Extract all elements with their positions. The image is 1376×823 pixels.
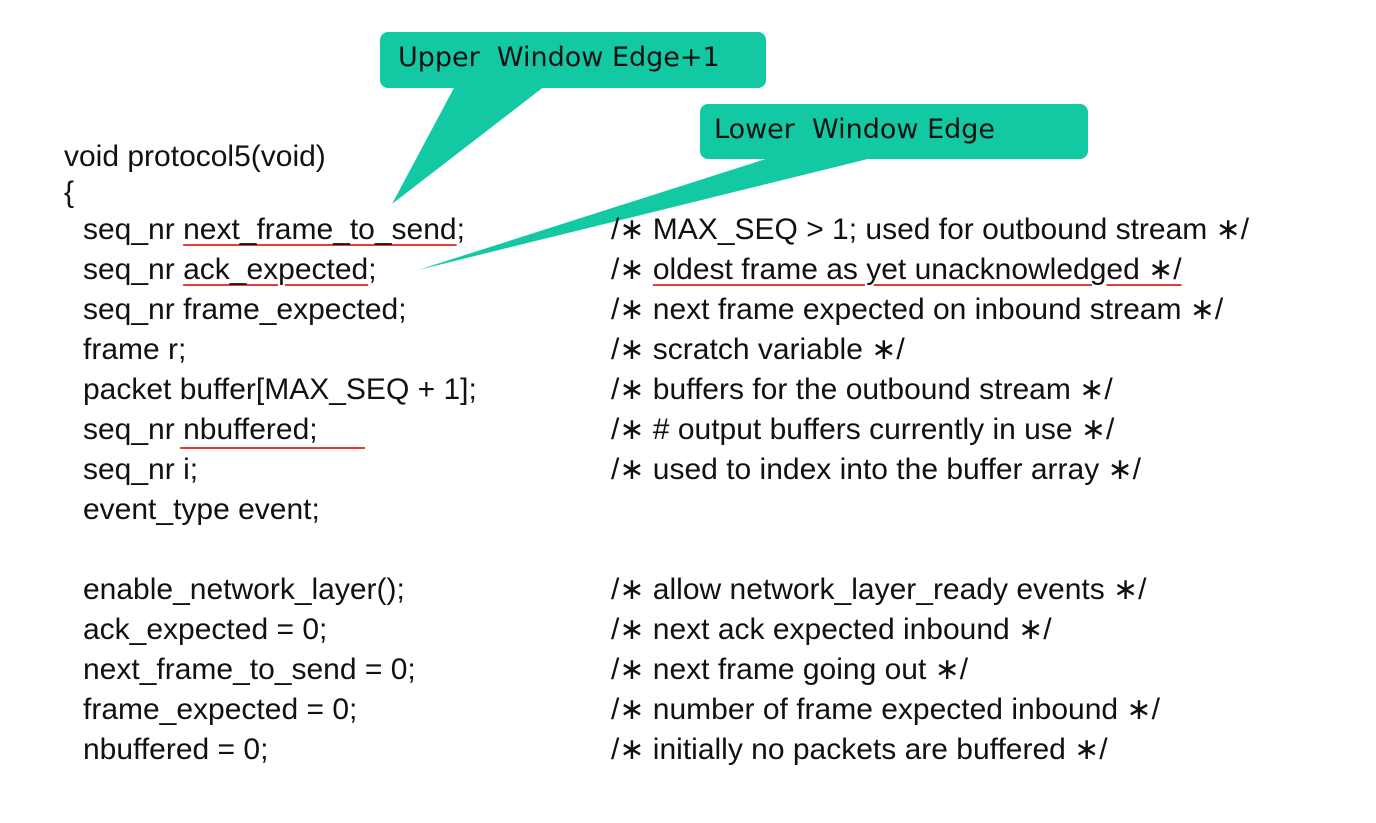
comment-open: /∗ xyxy=(611,253,653,286)
comment-i: /∗ used to index into the buffer array ∗… xyxy=(611,453,1142,486)
type-keyword: seq_nr xyxy=(83,213,184,246)
comment-frame-expected-init: /∗ number of frame expected inbound ∗/ xyxy=(611,693,1160,726)
variable-name-ack-expected: ack_expected xyxy=(183,253,369,286)
lower-window-edge-callout: Lower Window Edge xyxy=(714,114,996,145)
code-line-i-decl: seq_nr i; xyxy=(83,453,199,486)
comment-enable-network-layer: /∗ allow network_layer_ready events ∗/ xyxy=(611,573,1147,606)
code-line-ack-expected-init: ack_expected = 0; xyxy=(83,613,328,646)
comment-frame-r: /∗ scratch variable ∗/ xyxy=(611,333,905,366)
comment-nbuffered: /∗ # output buffers currently in use ∗/ xyxy=(611,413,1115,446)
comment-underlined-text: oldest frame as yet unacknowledged ∗/ xyxy=(652,253,1182,286)
function-signature: void protocol5(void) xyxy=(64,140,326,173)
code-line-frame-expected-init: frame_expected = 0; xyxy=(83,693,358,726)
lower-window-edge-callout-shape xyxy=(418,104,1088,270)
opening-brace: { xyxy=(64,176,75,209)
comment-ack-expected: /∗ oldest frame as yet unacknowledged ∗/ xyxy=(611,253,1182,287)
code-line-buffer-decl: packet buffer[MAX_SEQ + 1]; xyxy=(83,373,477,406)
code-line-next-frame-to-send-decl: seq_nr next_frame_to_send; xyxy=(83,213,465,247)
variable-name-nbuffered: nbuffered; xyxy=(174,413,318,446)
semicolon: ; xyxy=(456,213,465,246)
upper-window-edge-callout-shape xyxy=(380,32,766,204)
type-keyword: seq_nr xyxy=(83,253,184,286)
comment-frame-expected: /∗ next frame expected on inbound stream… xyxy=(611,293,1224,326)
semicolon: ; xyxy=(368,253,377,286)
variable-name-next-frame-to-send: next_frame_to_send xyxy=(183,213,457,246)
comment-nbuffered-init: /∗ initially no packets are buffered ∗/ xyxy=(611,733,1108,766)
comment-ack-expected-init: /∗ next ack expected inbound ∗/ xyxy=(611,613,1052,646)
comment-next-frame-to-send: /∗ MAX_SEQ > 1; used for outbound stream… xyxy=(611,213,1250,246)
comment-buffer: /∗ buffers for the outbound stream ∗/ xyxy=(611,373,1113,406)
upper-window-edge-callout: Upper Window Edge+1 xyxy=(398,42,720,73)
code-line-enable-network-layer: enable_network_layer(); xyxy=(83,573,405,606)
code-line-next-frame-init: next_frame_to_send = 0; xyxy=(83,653,416,686)
code-line-nbuffered-init: nbuffered = 0; xyxy=(83,733,269,766)
code-line-event-decl: event_type event; xyxy=(83,493,320,526)
nbuffered-underline xyxy=(180,447,365,449)
type-keyword: seq_nr xyxy=(83,413,175,446)
code-line-frame-expected-decl: seq_nr frame_expected; xyxy=(83,293,407,326)
code-line-ack-expected-decl: seq_nr ack_expected; xyxy=(83,253,377,287)
code-line-frame-r-decl: frame r; xyxy=(83,333,187,366)
comment-next-frame-init: /∗ next frame going out ∗/ xyxy=(611,653,969,686)
code-line-nbuffered-decl: seq_nr nbuffered; xyxy=(83,413,318,447)
